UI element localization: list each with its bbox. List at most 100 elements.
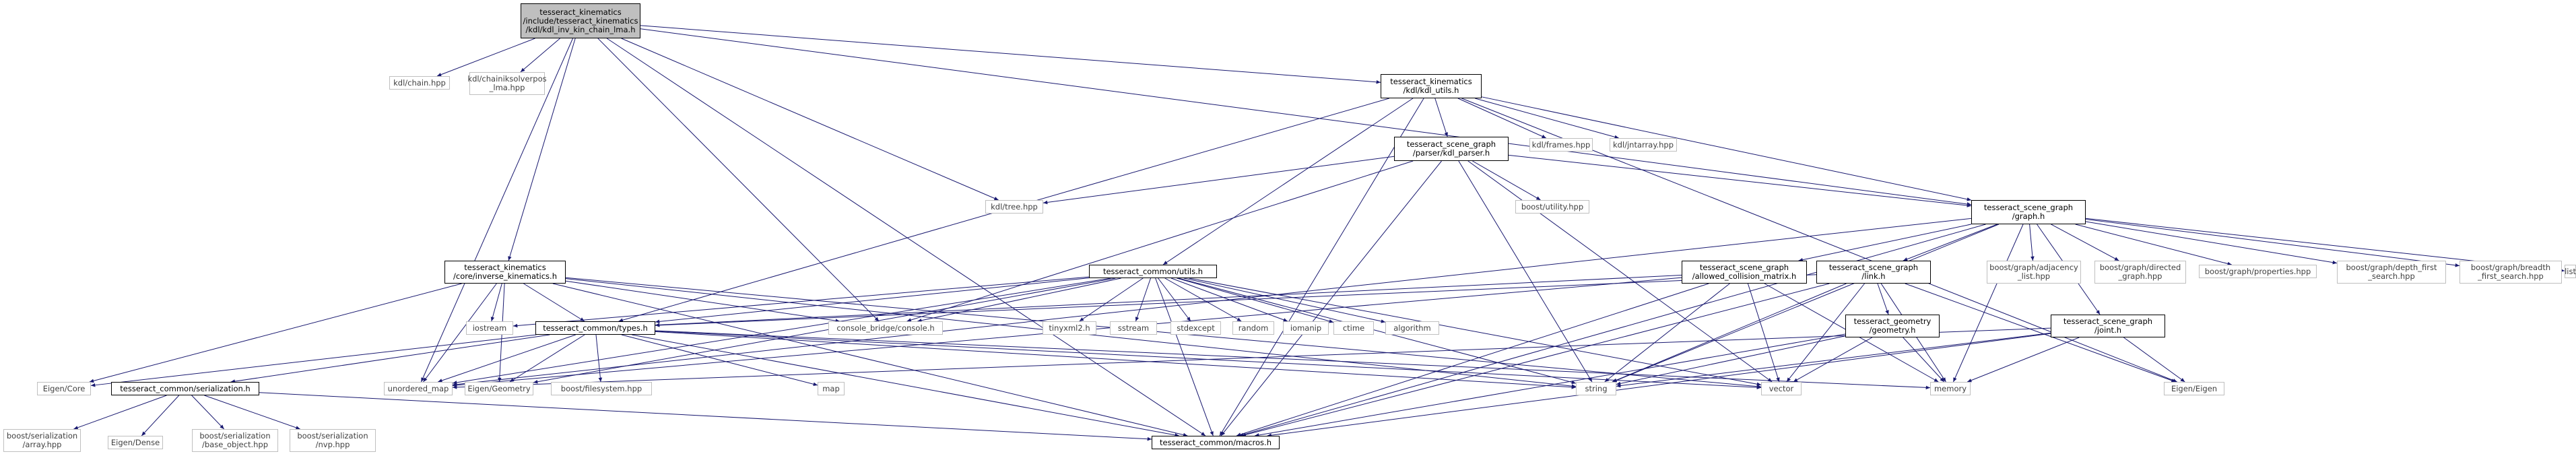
edge-graph-to-macros — [1239, 224, 1986, 436]
node-label-line: tesseract_common/utils.h — [1102, 266, 1203, 276]
node-label-line: tesseract_geometry — [1853, 317, 1931, 326]
edge-kdl_parser-to-macros — [1220, 160, 1442, 436]
edge-kdl_parser-to-string — [1458, 160, 1593, 383]
node-label-line: iomanip — [1290, 323, 1322, 333]
node-label-line: Eigen/Eigen — [2171, 383, 2218, 393]
node-label-line: /link.h — [1861, 271, 1886, 281]
node-types[interactable]: tesseract_common/types.h — [535, 321, 655, 335]
edge-geometry-to-macros — [1255, 333, 1846, 437]
node-label-line: boost/graph/breadth — [2470, 263, 2551, 272]
node-iomanip: iomanip — [1283, 321, 1329, 335]
edge-kdl_utils-to-kdl_parser — [1434, 98, 1448, 137]
node-label-line: _graph.hpp — [2118, 271, 2162, 281]
edge-kdl_utils-to-common_utils — [1162, 98, 1414, 265]
node-iostream: iostream — [466, 321, 513, 335]
node-allowed-collision[interactable]: tesseract_scene_graph/allowed_collision_… — [1682, 261, 1807, 284]
edge-inverse_kin-to-vector — [565, 277, 1762, 389]
node-label-line: unordered_map — [387, 383, 449, 393]
node-ser-nvp: boost/serialization/nvp.hpp — [290, 429, 376, 452]
edge-graph-to-string — [1612, 224, 2000, 383]
node-kdl-utils[interactable]: tesseract_kinematics/kdl/kdl_utils.h — [1381, 74, 1482, 98]
node-label-line: sstream — [1117, 323, 1150, 333]
node-console: console_bridge/console.h — [828, 321, 943, 335]
edge-types-to-unordered_map — [438, 334, 576, 383]
node-eigen-eigen: Eigen/Eigen — [2164, 382, 2224, 395]
node-label-line: boost/graph/adjacency — [1989, 263, 2078, 272]
edge-common_utils-to-macros — [1155, 278, 1214, 436]
edge-graph-to-bfs — [2085, 219, 2460, 267]
node-macros[interactable]: tesseract_common/macros.h — [1152, 436, 1280, 449]
edge-graph-to-directed — [2051, 224, 2119, 261]
node-root[interactable]: tesseract_kinematics/include/tesseract_k… — [521, 3, 640, 38]
edge-inverse_kin-to-eigen_core — [89, 283, 462, 383]
edge-joint-to-string — [1616, 332, 2051, 388]
node-tinyxml: tinyxml2.h — [1043, 321, 1096, 335]
node-label-line: tesseract_common/macros.h — [1160, 437, 1272, 447]
node-label-line: /kdl/kdl_utils.h — [1403, 86, 1459, 95]
edge-joint-to-unordered_map — [452, 327, 2051, 389]
node-label-line: /array.hpp — [22, 440, 62, 449]
node-memory: memory — [1930, 382, 1971, 395]
edge-link-to-macros — [1241, 283, 1830, 437]
node-geometry[interactable]: tesseract_geometry/geometry.h — [1845, 315, 1940, 337]
edge-types-to-string — [655, 331, 1577, 389]
edge-geometry-to-memory — [1903, 337, 1945, 383]
node-label-line: boost/utility.hpp — [1521, 201, 1584, 211]
node-label-line: vector — [1769, 383, 1794, 393]
node-label-line: Eigen/Geometry — [467, 383, 531, 393]
node-label-line: kdl/tree.hpp — [991, 201, 1038, 211]
edge-common_utils-to-ctime — [1177, 278, 1334, 323]
edge-kdl_parser-to-graph — [1508, 154, 1972, 207]
node-link[interactable]: tesseract_scene_graph/link.h — [1816, 261, 1931, 284]
edge-kdl_utils-to-frames — [1457, 98, 1547, 139]
node-tree: kdl/tree.hpp — [985, 200, 1043, 214]
node-ctime: ctime — [1333, 321, 1374, 335]
node-label-line: algorithm — [1393, 323, 1431, 333]
edge-common_utils-to-random — [1164, 278, 1242, 322]
edge-graph-to-properties — [2075, 224, 2232, 266]
edge-kdl_parser-to-console — [906, 160, 1414, 322]
node-filesystem: boost/filesystem.hpp — [551, 382, 652, 395]
node-label-line: boost/serialization — [6, 431, 78, 441]
edge-kdl_parser-to-boost_utility — [1472, 160, 1541, 201]
node-label-line: Eigen/Core — [42, 383, 86, 393]
edge-root-to-tree — [621, 38, 999, 201]
node-ser-base: boost/serialization/base_object.hpp — [192, 429, 278, 452]
edge-root-to-inverse_kin — [508, 38, 576, 261]
edge-joint-to-memory — [1967, 337, 2080, 383]
node-label-line: tesseract_scene_graph — [2063, 317, 2153, 326]
edge-root-to-chainiksolver — [520, 38, 560, 73]
node-inverse-kin[interactable]: tesseract_kinematics/core/inverse_kinema… — [444, 261, 566, 284]
node-string: string — [1576, 382, 1616, 395]
node-label-line: boost/filesystem.hpp — [560, 383, 642, 393]
node-kdl-parser[interactable]: tesseract_scene_graph/parser/kdl_parser.… — [1394, 137, 1509, 161]
edge-common_utils-to-unordered_map — [452, 278, 1111, 385]
node-label-line: tesseract_kinematics — [464, 263, 546, 272]
edge-types-to-eigen_geometry — [509, 334, 585, 383]
edge-root-to-graph — [640, 28, 1972, 206]
edge-root-to-kdl_utils — [640, 25, 1381, 84]
node-sstream: sstream — [1110, 321, 1157, 335]
node-label-line: kdl/frames.hpp — [1531, 139, 1591, 150]
edge-allowed_collision-to-macros — [1236, 283, 1709, 436]
node-label-line: console_bridge/console.h — [836, 323, 935, 333]
edge-graph-to-dfs — [2085, 221, 2338, 265]
node-graph[interactable]: tesseract_scene_graph/graph.h — [1971, 200, 2086, 224]
node-label-line: Eigen/Dense — [110, 437, 160, 447]
node-common-utils[interactable]: tesseract_common/utils.h — [1089, 265, 1217, 278]
edge-graph-to-memory — [1952, 224, 2024, 383]
edge-kdl_parser-to-tree — [1043, 156, 1395, 205]
node-eigen-geometry: Eigen/Geometry — [465, 382, 533, 395]
node-label-line: /kdl/kdl_inv_kin_chain_lma.h — [525, 24, 636, 34]
edge-root-to-chain — [436, 38, 535, 77]
node-serialization[interactable]: tesseract_common/serialization.h — [111, 382, 259, 395]
edge-root-to-unordered_map — [420, 38, 573, 383]
node-chain: kdl/chain.hpp — [389, 76, 450, 90]
edge-common_utils-to-tinyxml — [1079, 278, 1144, 322]
node-joint[interactable]: tesseract_scene_graph/joint.h — [2051, 315, 2165, 337]
node-label-line: boost/graph/properties.hpp — [2204, 266, 2311, 276]
node-label-line: tesseract_common/types.h — [543, 323, 648, 333]
node-random: random — [1232, 321, 1274, 335]
edge-geometry-to-string — [1616, 335, 1846, 386]
node-eigen-core: Eigen/Core — [37, 382, 91, 395]
